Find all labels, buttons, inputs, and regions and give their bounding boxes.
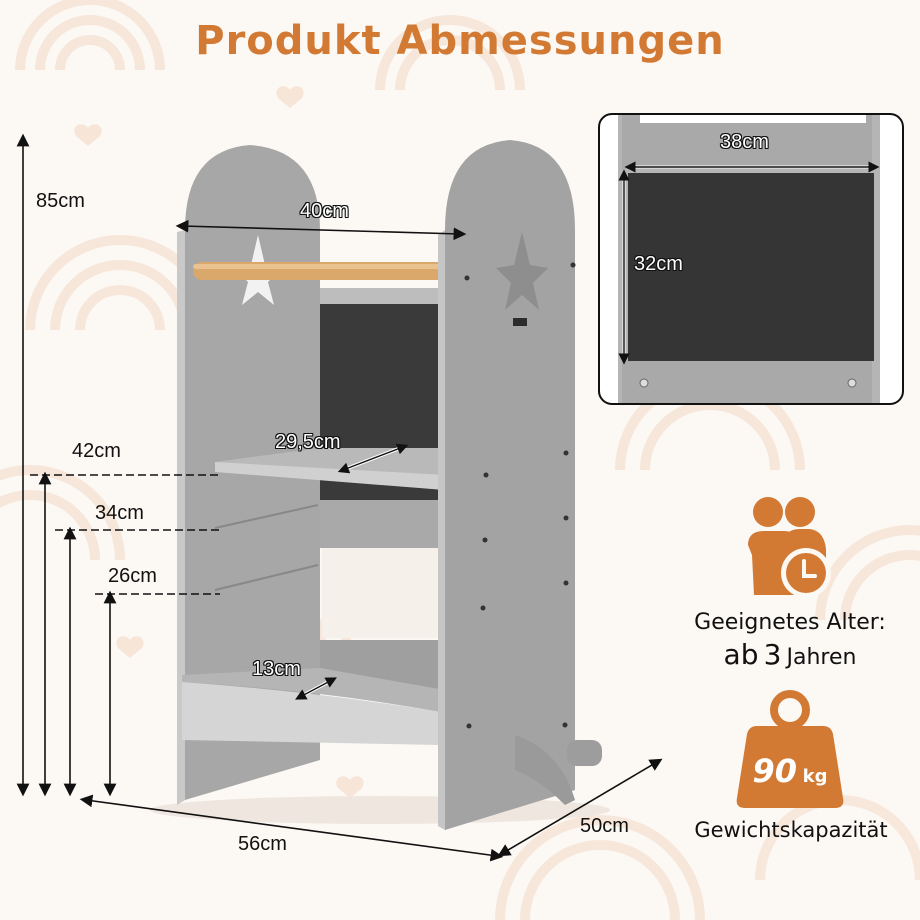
platform-height-low-label: 26cm bbox=[108, 565, 157, 587]
platform-depth-label: 29,5cm bbox=[275, 431, 341, 453]
weight-unit: kg bbox=[802, 766, 828, 787]
age-suffix: Jahren bbox=[786, 645, 857, 670]
step-depth-label: 13cm bbox=[252, 658, 301, 680]
age-value: ab 3 Jahren bbox=[662, 638, 918, 671]
chalkboard-height-label: 32cm bbox=[634, 253, 683, 275]
depth-label: 50cm bbox=[580, 815, 629, 837]
platform-height-high-label: 42cm bbox=[72, 440, 121, 462]
weight-number: 90 bbox=[752, 752, 798, 790]
platform-height-mid-label: 34cm bbox=[95, 502, 144, 524]
age-number: 3 bbox=[763, 638, 782, 671]
chalkboard-width-label: 38cm bbox=[720, 131, 769, 153]
page-title: Produkt Abmessungen bbox=[195, 18, 725, 64]
weight-value: 90 kg bbox=[735, 752, 845, 790]
weight-capacity-label: Gewichtskapazität bbox=[694, 818, 888, 842]
weight-icon bbox=[736, 690, 844, 808]
children-clock-icon bbox=[748, 497, 831, 598]
height-total-label: 85cm bbox=[36, 190, 85, 212]
chalkboard-detail-inset: 38cm 32cm bbox=[598, 113, 904, 405]
length-label: 56cm bbox=[238, 833, 287, 855]
age-prefix: ab bbox=[723, 638, 759, 671]
age-label: Geeignetes Alter: bbox=[694, 610, 886, 635]
inner-width-label: 40cm bbox=[300, 200, 349, 222]
